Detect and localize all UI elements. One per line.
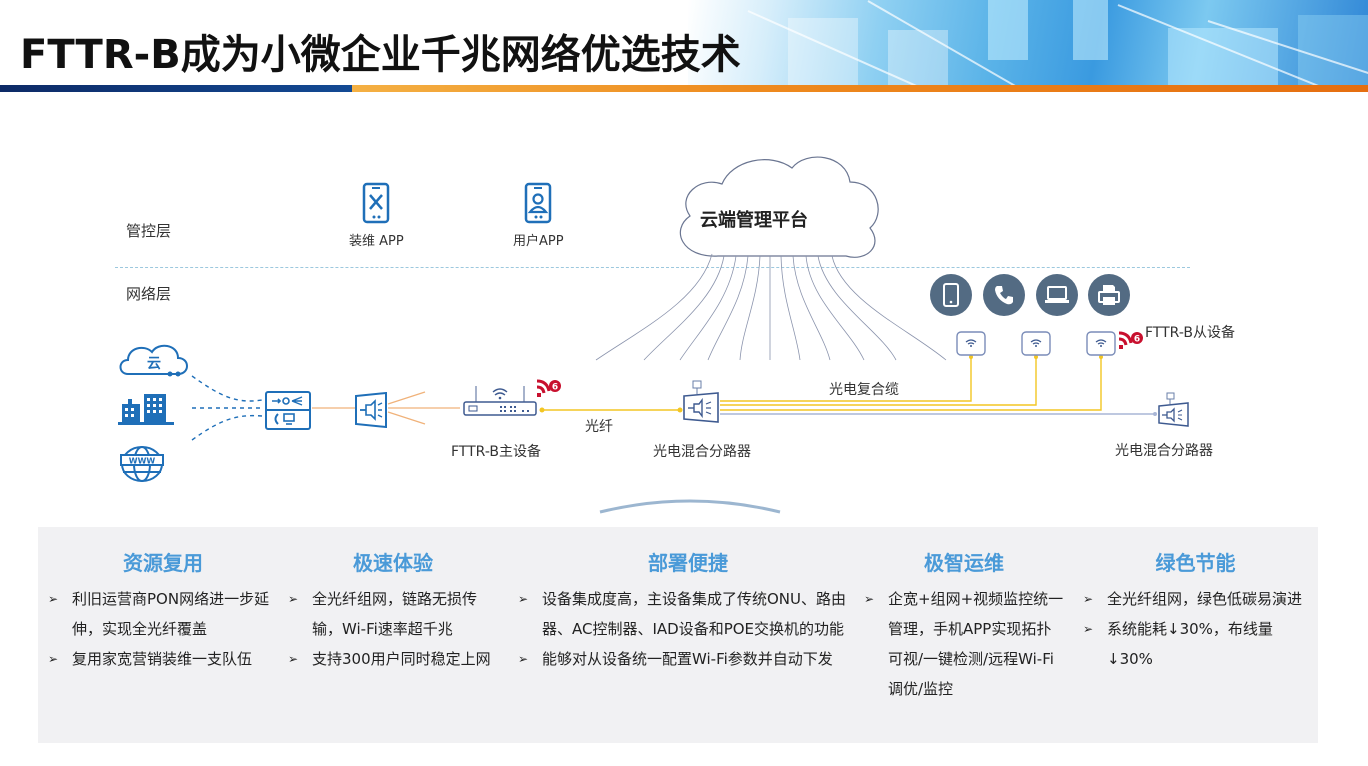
svg-text:WWW: WWW [129, 457, 156, 466]
sub-device-label: FTTR-B从设备 [1145, 325, 1235, 341]
cloud-platform-label: 云端管理平台 [700, 210, 808, 231]
feature-title: 极速体验 [353, 551, 433, 575]
feature-item: ➢复用家宽营销装维一支队伍 [48, 644, 278, 674]
header-banner-decoration [688, 0, 1368, 92]
user-phone-icon [525, 182, 552, 224]
bullet-arrow-icon: ➢ [1083, 622, 1094, 636]
maintenance-app-label: 装维 APP [349, 234, 404, 249]
topology-lines [191, 156, 1157, 514]
feature-title: 绿色节能 [1155, 551, 1236, 575]
control-layer-label: 管控层 [126, 222, 172, 240]
olt-icon [265, 391, 311, 430]
feature-item: ➢能够对从设备统一配置Wi-Fi参数并自动下发 [518, 644, 858, 674]
printer-icon [1088, 274, 1130, 316]
bullet-arrow-icon: ➢ [1083, 592, 1094, 606]
feature-easy-deployment: 部署便捷 ➢设备集成度高，主设备集成了传统ONU、路由器、AC控制器、IAD设备… [518, 527, 858, 674]
cloud-icon: 云 [119, 344, 188, 377]
wifi6-badge-icon: 6 [1118, 331, 1143, 349]
main-device-router-icon [463, 386, 537, 416]
sub-device-ap-icon [1021, 331, 1051, 356]
optical-splitter-icon [355, 392, 387, 428]
feature-item: ➢全光纤组网，绿色低碳易演进 [1083, 584, 1308, 614]
feature-green-energy: 绿色节能 ➢全光纤组网，绿色低碳易演进 ➢系统能耗↓30%，布线量↓30% [1083, 527, 1308, 674]
feature-title: 资源复用 [123, 551, 203, 575]
feature-item: ➢系统能耗↓30%，布线量↓30% [1083, 614, 1308, 674]
bullet-arrow-icon: ➢ [518, 652, 529, 666]
hybrid-splitter-label-2: 光电混合分路器 [1115, 443, 1213, 459]
bullet-arrow-icon: ➢ [48, 652, 59, 666]
bullet-arrow-icon: ➢ [288, 652, 299, 666]
www-globe-icon: WWW [120, 446, 164, 482]
title-underline-blue [0, 85, 352, 92]
header: FTTR-B成为小微企业千兆网络优选技术 [0, 0, 1368, 92]
composite-cable-label: 光电复合缆 [829, 382, 899, 398]
laptop-icon [1036, 274, 1078, 316]
bullet-arrow-icon: ➢ [48, 592, 59, 606]
buildings-icon [118, 394, 174, 425]
phone-icon [930, 274, 972, 316]
svg-text:6: 6 [1134, 335, 1140, 345]
tools-phone-icon [363, 182, 390, 224]
feature-item: ➢企宽+组网+视频监控统一管理，手机APP实现拓扑可视/一键检测/远程Wi-Fi… [864, 584, 1064, 704]
main-device-label: FTTR-B主设备 [451, 444, 541, 460]
fiber-label: 光纤 [585, 419, 613, 435]
maintenance-app: 装维 APP [349, 182, 404, 249]
bullet-arrow-icon: ➢ [518, 592, 529, 606]
page-title: FTTR-B成为小微企业千兆网络优选技术 [20, 32, 741, 78]
network-layer-label: 网络层 [126, 285, 172, 303]
hybrid-splitter-icon [683, 380, 719, 423]
feature-resource-reuse: 资源复用 ➢利旧运营商PON网络进一步延伸，实现全光纤覆盖 ➢复用家宽营销装维一… [48, 527, 278, 674]
feature-item: ➢设备集成度高，主设备集成了传统ONU、路由器、AC控制器、IAD设备和POE交… [518, 584, 858, 644]
bullet-arrow-icon: ➢ [864, 592, 875, 606]
hybrid-splitter-label: 光电混合分路器 [653, 444, 751, 460]
layer-divider [115, 267, 1190, 268]
feature-title: 极智运维 [924, 551, 1004, 575]
user-app: 用户APP [513, 182, 564, 249]
user-app-label: 用户APP [513, 234, 564, 249]
cloud-platform-outline [679, 156, 879, 258]
telephone-icon [983, 274, 1025, 316]
title-underline-orange [352, 85, 1368, 92]
svg-text:6: 6 [552, 383, 558, 393]
feature-title: 部署便捷 [648, 551, 728, 575]
svg-text:云: 云 [147, 356, 161, 372]
feature-smart-ops: 极智运维 ➢企宽+组网+视频监控统一管理，手机APP实现拓扑可视/一键检测/远程… [864, 527, 1064, 704]
sub-device-ap-icon [956, 331, 986, 356]
feature-item: ➢全光纤组网，链路无损传输，Wi-Fi速率超千兆 [288, 584, 498, 644]
sub-device-ap-icon [1086, 331, 1116, 356]
bullet-arrow-icon: ➢ [288, 592, 299, 606]
feature-item: ➢支持300用户同时稳定上网 [288, 644, 498, 674]
feature-item: ➢利旧运营商PON网络进一步延伸，实现全光纤覆盖 [48, 584, 278, 644]
hybrid-splitter-icon [1158, 392, 1189, 427]
features-panel: 资源复用 ➢利旧运营商PON网络进一步延伸，实现全光纤覆盖 ➢复用家宽营销装维一… [38, 527, 1318, 743]
feature-fast-experience: 极速体验 ➢全光纤组网，链路无损传输，Wi-Fi速率超千兆 ➢支持300用户同时… [288, 527, 498, 674]
wifi6-badge-icon: 6 [536, 379, 561, 397]
